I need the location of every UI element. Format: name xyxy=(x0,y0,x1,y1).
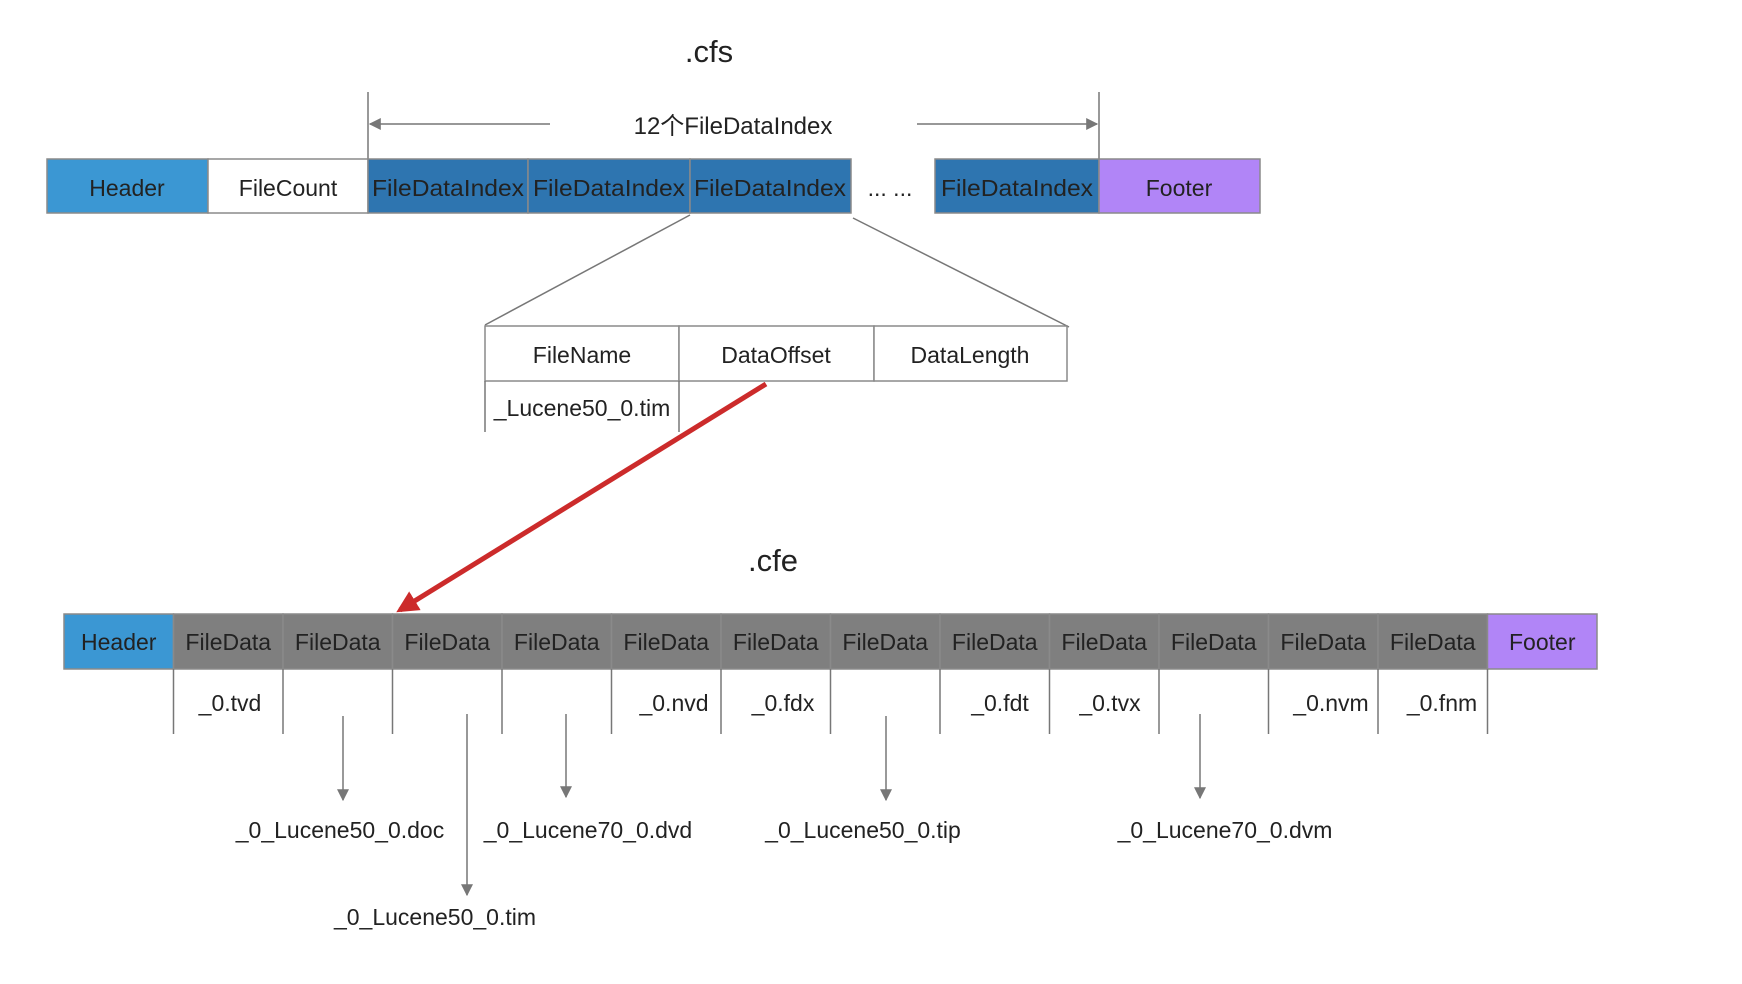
cfe-file-name: _0.fnm xyxy=(1406,690,1477,716)
cfs-index-box xyxy=(689,158,852,214)
cfe-target-file: _0_Lucene70_0.dvm xyxy=(1117,817,1333,843)
cfe-segment-filedata: FileData xyxy=(1048,613,1160,670)
cfe-segment-filedata: FileData xyxy=(1267,613,1379,670)
cfe-filedata-box xyxy=(939,613,1051,670)
cfe-segment-filedata: FileData xyxy=(939,613,1051,670)
cfe-filedata-box xyxy=(501,613,613,670)
cfe-footer-label: Footer xyxy=(1509,629,1576,655)
offset-pointer-arrow xyxy=(396,381,768,613)
cfe-header-box xyxy=(63,613,175,670)
cfe-filedata-box xyxy=(1048,613,1160,670)
cfe-filedata-label: FileData xyxy=(295,629,381,655)
cfe-segment-filedata: FileData xyxy=(172,613,284,670)
cfe-footer-box xyxy=(1486,613,1598,670)
cfs-segment-index-3: FileDataIndex xyxy=(689,158,852,214)
cfe-file-name: _0.fdt xyxy=(970,690,1029,716)
cfe-file-name: _0.tvx xyxy=(1078,690,1141,716)
cfs-ellipsis: ... ... xyxy=(868,175,913,201)
cfe-segment-filedata: FileData xyxy=(1158,613,1270,670)
cfe-header-label: Header xyxy=(81,629,157,655)
cfe-filedata-label: FileData xyxy=(1390,629,1476,655)
cfs-filecount-label: FileCount xyxy=(239,175,338,201)
cfe-filedata-label: FileData xyxy=(1171,629,1257,655)
cfe-filedata-label: FileData xyxy=(733,629,819,655)
cfe-filedata-box xyxy=(1267,613,1379,670)
cfe-target-file: _0_Lucene50_0.tip xyxy=(764,817,961,843)
cfe-filedata-box xyxy=(720,613,832,670)
cfe-segment-footer: Footer xyxy=(1486,613,1598,670)
span-label: 12个FileDataIndex xyxy=(634,113,833,140)
cfs-header-box xyxy=(46,158,209,214)
cfe-filedata-label: FileData xyxy=(1061,629,1147,655)
cfe-segment-filedata: FileData xyxy=(610,613,722,670)
cfs-filecount-box xyxy=(207,158,369,214)
cfe-segment-filedata: FileData xyxy=(391,613,503,670)
cfe-filedata-label: FileData xyxy=(404,629,490,655)
cfe-file-name: _0.nvm xyxy=(1292,690,1368,716)
cfe-filedata-box xyxy=(1377,613,1489,670)
index-header-dataoffset-label: DataOffset xyxy=(721,342,831,368)
cfs-index-label: FileDataIndex xyxy=(941,175,1094,201)
cfe-arrow-names: _0_Lucene50_0.doc _0_Lucene70_0.dvd _0_L… xyxy=(235,714,1333,930)
cfe-segment-filedata: FileData xyxy=(282,613,394,670)
cfe-filedata-box xyxy=(1158,613,1270,670)
zoom-line-left xyxy=(484,214,691,326)
index-header-datalength xyxy=(873,325,1068,382)
cfs-index-label: FileDataIndex xyxy=(372,175,525,201)
cfe-filedata-label: FileData xyxy=(185,629,271,655)
cfs-index-box xyxy=(934,158,1100,214)
cfe-inline-names: _0.tvd _0.nvd _0.fdx _0.fdt _0.tvx _0.nv… xyxy=(198,690,1477,716)
cfe-filedata-label: FileData xyxy=(842,629,928,655)
zoom-line-right xyxy=(852,217,1070,328)
cfe-segment-filedata: FileData xyxy=(829,613,941,670)
cfe-segment-filedata: FileData xyxy=(1377,613,1489,670)
cfs-index-label: FileDataIndex xyxy=(694,175,847,201)
index-header-dataoffset xyxy=(678,325,875,382)
cfe-segment-filedata: FileData xyxy=(501,613,613,670)
index-header-datalength-label: DataLength xyxy=(911,342,1030,368)
cfs-bar: Header FileCount FileDataIndex FileDataI… xyxy=(46,158,1261,214)
index-filename-value: _Lucene50_0.tim xyxy=(493,395,670,421)
cfe-segment-filedata: FileData xyxy=(720,613,832,670)
cfs-index-box xyxy=(367,158,529,214)
cfs-segment-filecount: FileCount xyxy=(207,158,369,214)
cfs-segment-index-last: FileDataIndex xyxy=(934,158,1100,214)
cfs-footer-box xyxy=(1098,158,1261,214)
cfe-file-name: _0.nvd xyxy=(638,690,708,716)
cfs-segment-footer: Footer xyxy=(1098,158,1261,214)
cfe-dividers xyxy=(172,669,1489,734)
cfe-filedata-box xyxy=(610,613,722,670)
cfe-bar: Header FileData FileData FileData FileData Fi… xyxy=(63,613,1598,670)
index-entry-table: FileName DataOffset DataLength _Lucene50… xyxy=(484,325,1068,432)
cfe-filedata-label: FileData xyxy=(514,629,600,655)
cfs-footer-label: Footer xyxy=(1146,175,1213,201)
cfe-filedata-box xyxy=(391,613,503,670)
cfs-index-box xyxy=(527,158,691,214)
cfe-filedata-label: FileData xyxy=(1280,629,1366,655)
cfs-segment-index-1: FileDataIndex xyxy=(367,158,529,214)
cfe-target-file: _0_Lucene50_0.tim xyxy=(333,904,536,930)
cfe-target-file: _0_Lucene70_0.dvd xyxy=(483,817,692,843)
cfs-title: .cfs xyxy=(685,34,733,69)
cfs-segment-index-2: FileDataIndex xyxy=(527,158,691,214)
cfs-segment-header: Header xyxy=(46,158,209,214)
cfe-filedata-box xyxy=(282,613,394,670)
cfs-header-label: Header xyxy=(89,175,165,201)
index-header-filename-label: FileName xyxy=(533,342,631,368)
cfe-file-name: _0.fdx xyxy=(751,690,815,716)
cfe-target-file: _0_Lucene50_0.doc xyxy=(235,817,444,843)
cfe-filedata-label: FileData xyxy=(623,629,709,655)
cfe-segment-header: Header xyxy=(63,613,175,670)
cfs-index-label: FileDataIndex xyxy=(533,175,686,201)
cfe-file-name: _0.tvd xyxy=(198,690,262,716)
cfe-filedata-label: FileData xyxy=(952,629,1038,655)
cfe-title: .cfe xyxy=(748,543,798,578)
